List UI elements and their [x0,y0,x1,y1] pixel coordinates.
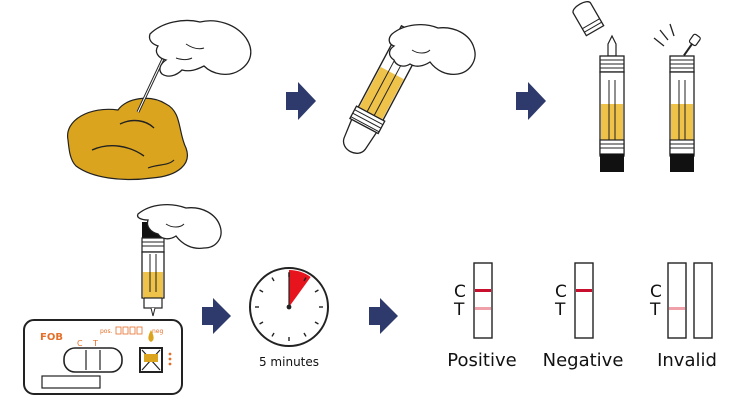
tube-cap-icon [572,1,605,37]
result-label: Invalid [657,350,717,371]
t-mark: T [554,300,566,320]
timer-tick [314,321,319,325]
arrow-right-icon [369,298,398,334]
timer-tick [271,277,275,282]
test-cassette: FOB C T pos. neg [23,319,183,395]
result-positive: C T Positive [447,262,517,371]
sample-tube-icon [669,55,695,172]
step4-apply-sample: FOB C T pos. neg [23,203,222,395]
cassette-pos-label: pos. [100,328,113,335]
test-strip [667,262,687,339]
test-strip [473,262,493,339]
step2-insert-stick [342,23,476,154]
timer-tick [271,332,275,337]
stool-sample-icon [67,97,188,181]
result-label: Positive [447,350,516,371]
t-mark: T [453,300,465,320]
c-mark: C [650,282,662,302]
result-invalid: C T Invalid [649,262,717,371]
cassette-t-mark: T [92,339,98,348]
cassette-brand: FOB [40,332,63,343]
timer-tick [314,289,319,293]
timer-tick [303,332,307,337]
arrow-right-icon [516,82,546,120]
result-label: Negative [543,350,624,371]
cassette-result-window [63,347,123,373]
sample-tube-icon [599,34,625,172]
result-negative: C T Negative [543,262,624,371]
timer-stopwatch: 5 minutes [249,267,329,369]
arrow-right-icon [202,298,231,334]
timer-tick [303,277,307,282]
cassette-neg-label: neg [152,328,163,335]
c-mark: C [454,282,466,302]
test-line [475,307,491,310]
test-strip [574,262,594,339]
step1-collect-sample [67,19,252,181]
cassette-label-box [41,375,101,389]
hand-icon [388,23,476,76]
timer-tick [259,321,264,325]
timer-label: 5 minutes [259,355,319,369]
control-line [475,289,491,292]
t-mark: T [649,300,661,320]
c-mark: C [555,282,567,302]
timer-tick [259,289,264,293]
test-strip [693,262,713,339]
control-line [576,289,592,292]
cassette-c-mark: C [77,339,83,348]
test-line [669,307,685,310]
arrow-right-icon [286,82,316,120]
step3-shake-and-break-tip [572,1,701,172]
